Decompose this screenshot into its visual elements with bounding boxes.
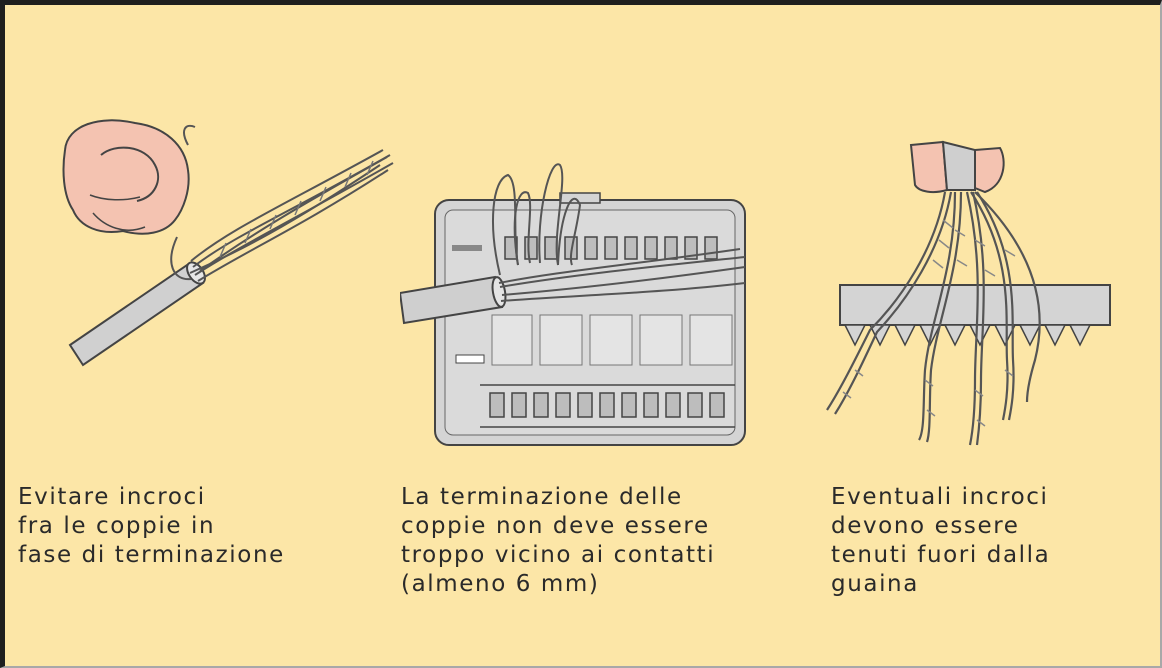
fanned-pairs-comb-illustration — [815, 130, 1135, 450]
caption-line: fase di terminazione — [18, 542, 285, 568]
caption-line: tenuti fuori dalla — [831, 542, 1051, 568]
caption-line: fra le coppie in — [18, 513, 216, 539]
caption-avoid-crossings: Evitare incroci fra le coppie in fase di… — [18, 483, 285, 570]
caption-termination-distance: La terminazione delle coppie non deve es… — [401, 483, 715, 599]
hand-holding-cable-illustration — [5, 5, 405, 425]
caption-line: Eventuali incroci — [831, 484, 1049, 510]
caption-line: (almeno 6 mm) — [401, 571, 600, 597]
caption-line: Evitare incroci — [18, 484, 206, 510]
caption-line: guaina — [831, 571, 919, 597]
caption-crossings-outside-sheath: Eventuali incroci devono essere tenuti f… — [831, 483, 1050, 599]
terminal-block-illustration — [400, 145, 760, 465]
caption-line: devono essere — [831, 513, 1020, 539]
caption-line: coppie non deve essere — [401, 513, 710, 539]
caption-line: La terminazione delle — [401, 484, 683, 510]
caption-line: troppo vicino ai contatti — [401, 542, 716, 568]
